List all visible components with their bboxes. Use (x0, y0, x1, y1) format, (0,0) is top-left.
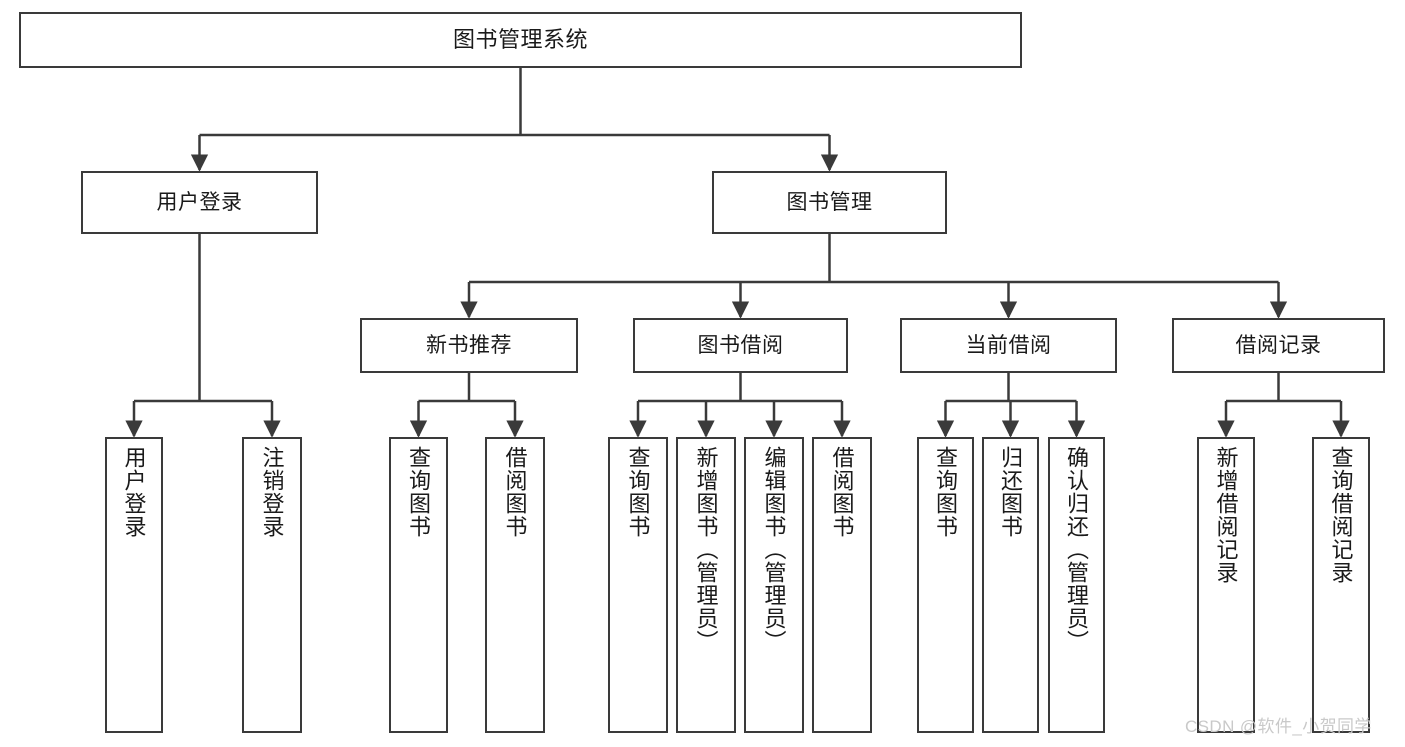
node-leaf-query-record[interactable]: 查询借阅记录 (1312, 437, 1370, 733)
node-book-borrow[interactable]: 图书借阅 (633, 318, 848, 373)
node-label: 查询图书 (625, 446, 651, 538)
node-label: 图书借阅 (697, 333, 784, 357)
node-leaf-confirm-return[interactable]: 确认归还（管理员） (1048, 437, 1105, 733)
node-leaf-borrow-book-2[interactable]: 借阅图书 (812, 437, 872, 733)
watermark: CSDN @软件_小贺同学 (1185, 717, 1372, 736)
node-leaf-return-book[interactable]: 归还图书 (982, 437, 1039, 733)
node-leaf-user-login[interactable]: 用户登录 (105, 437, 163, 733)
node-label: 当前借阅 (965, 333, 1052, 357)
node-label: 用户登录 (121, 446, 147, 538)
node-user-login[interactable]: 用户登录 (81, 171, 318, 234)
node-label: 查询借阅记录 (1328, 446, 1354, 584)
node-leaf-add-record[interactable]: 新增借阅记录 (1197, 437, 1255, 733)
node-label: 新书推荐 (426, 333, 512, 357)
node-book-management[interactable]: 图书管理 (712, 171, 947, 234)
node-label: 借阅记录 (1235, 333, 1322, 357)
node-label: 借阅图书 (502, 446, 528, 538)
node-leaf-add-book[interactable]: 新增图书（管理员） (676, 437, 736, 733)
node-current-borrow[interactable]: 当前借阅 (900, 318, 1117, 373)
node-label: 用户登录 (156, 190, 243, 214)
node-label: 新增图书（管理员） (693, 446, 719, 653)
node-leaf-logout[interactable]: 注销登录 (242, 437, 302, 733)
node-leaf-borrow-book-1[interactable]: 借阅图书 (485, 437, 545, 733)
node-leaf-query-book-1[interactable]: 查询图书 (389, 437, 448, 733)
node-label: 查询图书 (933, 446, 959, 538)
node-root[interactable]: 图书管理系统 (19, 12, 1022, 68)
node-new-book-recommend[interactable]: 新书推荐 (360, 318, 578, 373)
node-label: 确认归还（管理员） (1064, 446, 1090, 653)
node-label: 图书管理系统 (452, 26, 588, 52)
node-label: 编辑图书（管理员） (761, 446, 787, 653)
node-label: 查询图书 (406, 446, 432, 538)
node-label: 图书管理 (786, 190, 873, 214)
node-leaf-edit-book[interactable]: 编辑图书（管理员） (744, 437, 804, 733)
node-borrow-record[interactable]: 借阅记录 (1172, 318, 1385, 373)
node-label: 借阅图书 (829, 446, 855, 538)
node-leaf-query-book-2[interactable]: 查询图书 (608, 437, 668, 733)
node-label: 新增借阅记录 (1213, 446, 1239, 584)
node-label: 注销登录 (259, 446, 285, 538)
node-label: 归还图书 (998, 446, 1024, 538)
node-leaf-query-book-3[interactable]: 查询图书 (917, 437, 974, 733)
